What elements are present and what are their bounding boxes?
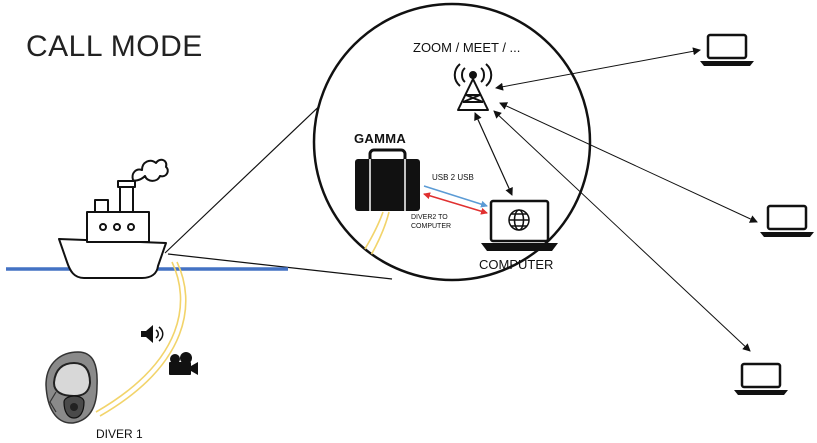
arrow-diver2 [423, 192, 488, 215]
laptop-icon [734, 362, 788, 395]
laptop-icon [760, 204, 814, 237]
arrow-laptop-1 [495, 47, 701, 91]
tether-cable [95, 261, 182, 413]
computer-label: COMPUTER [479, 257, 554, 272]
diagram-title: CALL MODE [26, 30, 203, 63]
platform-label: ZOOM / MEET / ... [413, 40, 521, 55]
ship-icon [58, 158, 169, 279]
zoom-line-bottom [167, 253, 393, 280]
diver-label: DIVER 1 [96, 427, 143, 441]
suitcase-icon [355, 148, 420, 211]
gamma-label: GAMMA [354, 131, 407, 146]
diver-mask-icon [45, 351, 98, 424]
tower-icon [453, 63, 493, 111]
laptop-icon [700, 33, 754, 66]
arrow-laptop-3 [493, 110, 751, 352]
tether-cable-2 [99, 261, 187, 417]
speaker-icon [141, 325, 164, 343]
camera-icon [169, 352, 198, 375]
usb-link-label: USB 2 USB [432, 173, 474, 182]
diver2-link-label: DIVER2 TO COMPUTER [411, 214, 452, 230]
